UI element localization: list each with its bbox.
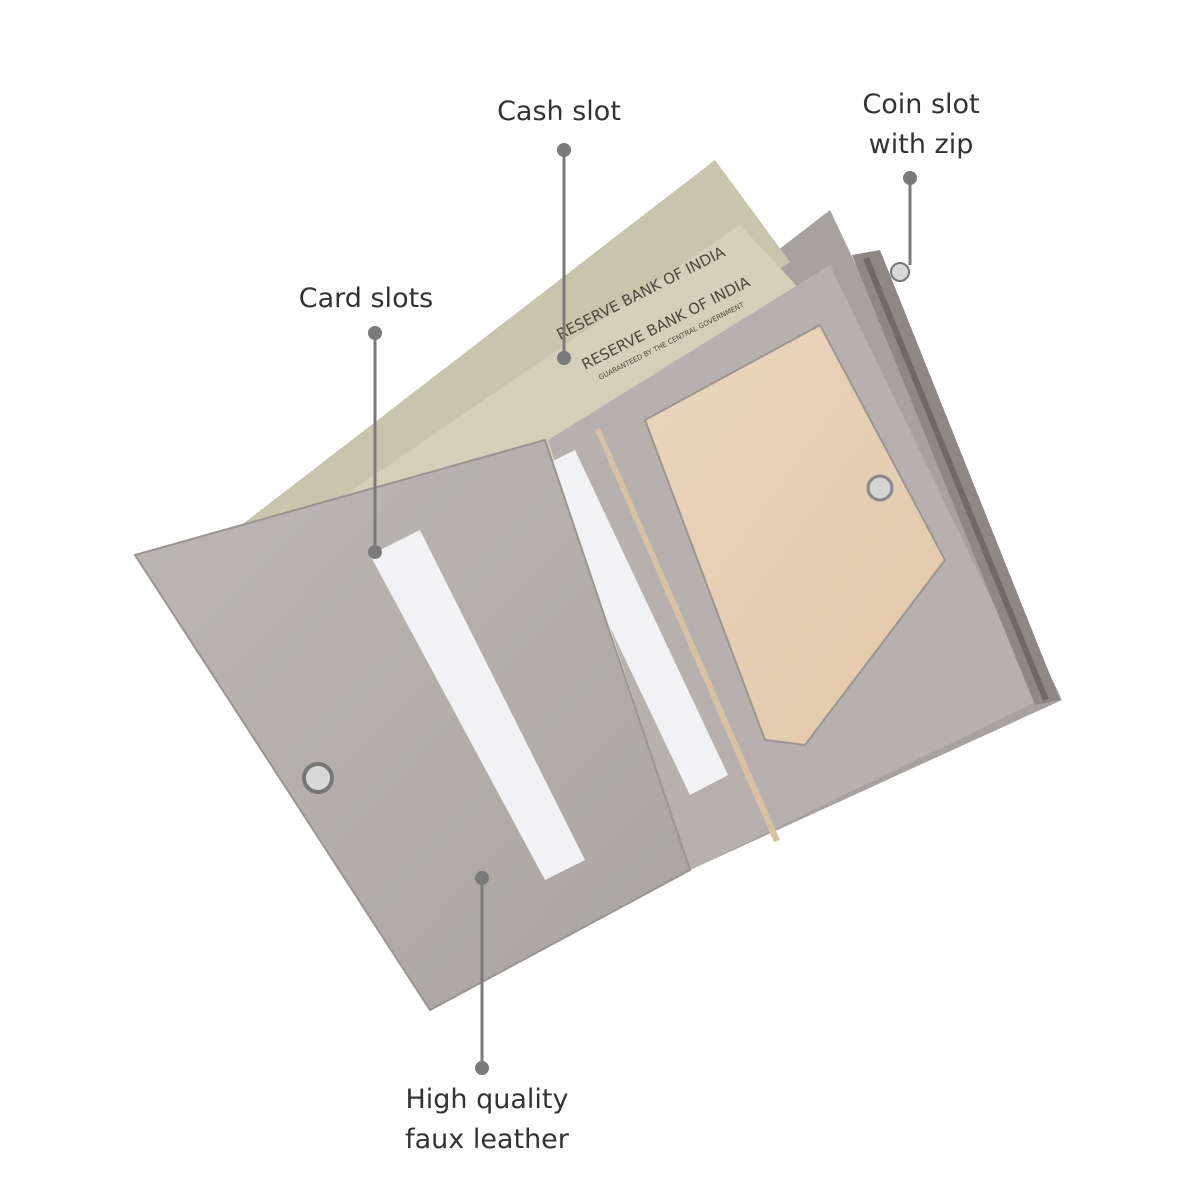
snap-button-icon — [866, 474, 894, 502]
callout-dot — [557, 351, 571, 365]
callout-coin-slot-line1: Coin slot — [862, 89, 980, 120]
callout-cash-slot: Cash slot — [497, 96, 621, 127]
zip-pull-icon — [890, 262, 910, 282]
callout-leather-line2: faux leather — [405, 1124, 569, 1155]
card — [535, 450, 728, 795]
callout-faux-leather: High quality faux leather — [367, 1080, 607, 1160]
callout-dot — [903, 171, 917, 185]
callout-leather-line1: High quality — [405, 1084, 569, 1115]
callout-dot — [557, 143, 571, 157]
card — [370, 530, 585, 880]
callout-coin-slot-line2: with zip — [868, 129, 974, 160]
callout-dot — [475, 1061, 489, 1075]
callout-dot — [475, 871, 489, 885]
callout-coin-slot: Coin slot with zip — [821, 85, 1021, 165]
card-slot-stitch — [595, 428, 780, 842]
callout-dot — [368, 326, 382, 340]
zip-track — [863, 256, 1049, 702]
callout-dot — [368, 545, 382, 559]
snap-button-icon — [302, 762, 334, 794]
id-window — [643, 323, 947, 747]
callout-card-slots: Card slots — [298, 283, 434, 314]
